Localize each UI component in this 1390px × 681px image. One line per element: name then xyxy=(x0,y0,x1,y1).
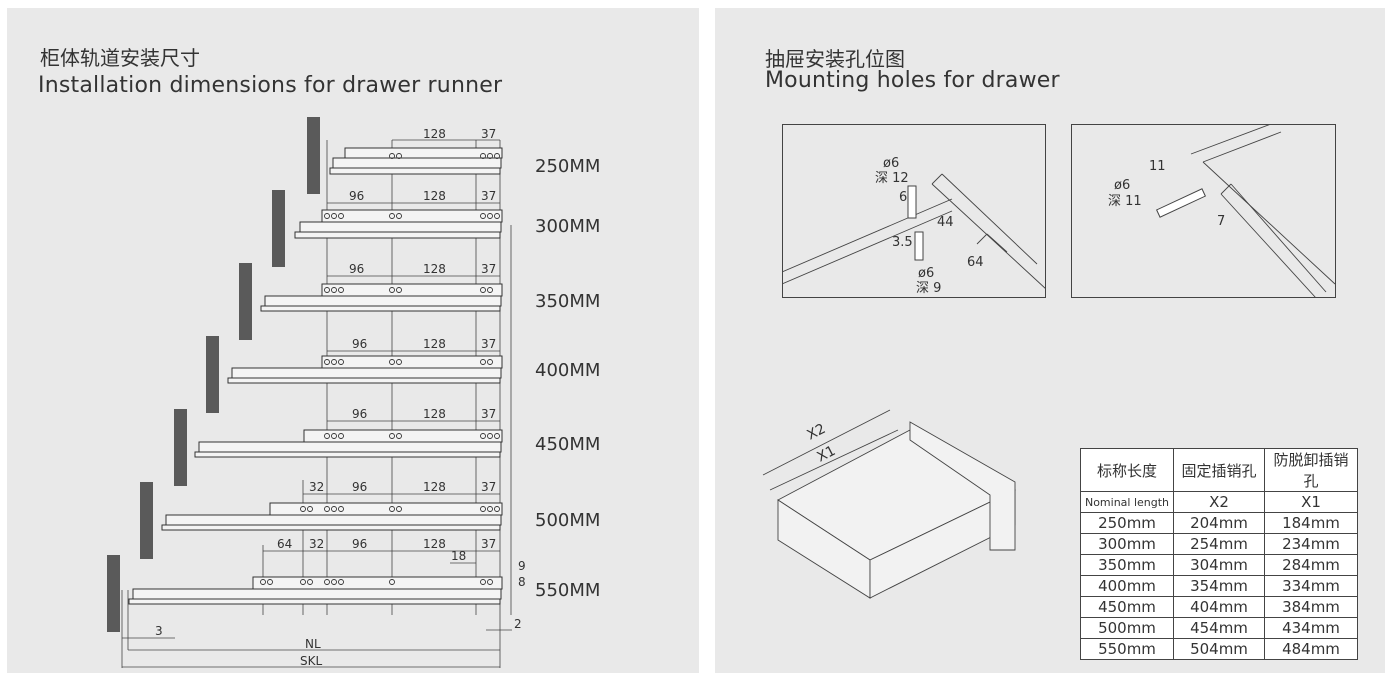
cell-length: 500mm xyxy=(1080,617,1174,639)
fig1-dia-a: ø6 xyxy=(883,156,899,171)
left-title-cn: 柜体轨道安装尺寸 xyxy=(40,46,200,70)
dim-37-e: 37 xyxy=(481,407,496,421)
table-row: 350mm 304mm 284mm xyxy=(1080,554,1358,576)
table-header-row: 标称长度 固定插销孔 防脱卸插销孔 xyxy=(1080,448,1358,492)
left-title-en: Installation dimensions for drawer runne… xyxy=(38,73,503,98)
dim-37-d: 37 xyxy=(481,337,496,351)
cell-length: 250mm xyxy=(1080,512,1174,534)
fig1-44: 44 xyxy=(937,215,954,230)
dim-9: 9 xyxy=(518,559,526,573)
dim-96-b: 96 xyxy=(349,189,364,203)
right-title-en: Mounting holes for drawer xyxy=(765,68,1060,93)
dim-37-g: 37 xyxy=(481,537,496,551)
dim-96-f: 96 xyxy=(352,480,367,494)
cell-length: 400mm xyxy=(1080,575,1174,597)
dim-8: 8 xyxy=(518,575,526,589)
cell-x1: 384mm xyxy=(1264,596,1358,618)
fig-mounting-front: ø6 深 12 6 44 3.5 ø6 深 9 64 xyxy=(782,124,1046,298)
fig1-depth-b: 深 9 xyxy=(916,281,941,296)
cell-x1: 434mm xyxy=(1264,617,1358,639)
table-row: 450mm 404mm 384mm xyxy=(1080,596,1358,618)
cell-x2: 404mm xyxy=(1173,596,1265,618)
subheader-x2: X2 xyxy=(1173,491,1265,513)
table-subheader-row: Nominal length X2 X1 xyxy=(1080,491,1358,513)
cell-x2: 204mm xyxy=(1173,512,1265,534)
size-label-450: 450MM xyxy=(535,434,601,455)
dim-2: 2 xyxy=(514,617,522,631)
cell-x2: 304mm xyxy=(1173,554,1265,576)
dim-37-a: 37 xyxy=(481,127,496,141)
dim-128-d: 128 xyxy=(423,337,446,351)
cell-length: 300mm xyxy=(1080,533,1174,555)
dim-128-g: 128 xyxy=(423,537,446,551)
dim-37-c: 37 xyxy=(481,262,496,276)
cell-x2: 454mm xyxy=(1173,617,1265,639)
size-label-250: 250MM xyxy=(535,156,601,177)
dim-128-e: 128 xyxy=(423,407,446,421)
dim-32-g: 32 xyxy=(309,537,324,551)
fig2-depth: 深 11 xyxy=(1108,194,1142,209)
fig1-6: 6 xyxy=(899,190,907,205)
header-x2: 固定插销孔 xyxy=(1173,448,1265,492)
fig2-11: 11 xyxy=(1149,159,1166,174)
size-label-550: 550MM xyxy=(535,580,601,601)
right-title-cn: 抽屉安装孔位图 xyxy=(765,47,905,71)
dim-128-c: 128 xyxy=(423,262,446,276)
table-row: 500mm 454mm 434mm xyxy=(1080,617,1358,639)
table-row: 550mm 504mm 484mm xyxy=(1080,638,1358,660)
cell-x1: 484mm xyxy=(1264,638,1358,660)
spec-table: 标称长度 固定插销孔 防脱卸插销孔 Nominal length X2 X1 2… xyxy=(1080,448,1358,660)
cell-length: 350mm xyxy=(1080,554,1174,576)
left-panel xyxy=(7,8,699,673)
cell-x1: 334mm xyxy=(1264,575,1358,597)
runner-diagram: 128 37 96 128 37 96 128 37 96 128 37 96 … xyxy=(107,117,526,668)
fig1-depth-a: 深 12 xyxy=(875,171,909,186)
subheader-nominal: Nominal length xyxy=(1080,491,1174,513)
cell-x2: 354mm xyxy=(1173,575,1265,597)
cell-length: 550mm xyxy=(1080,638,1174,660)
fig3-x1: X1 xyxy=(815,443,839,466)
fig1-3-5: 3.5 xyxy=(892,235,913,250)
dim-128-b: 128 xyxy=(423,189,446,203)
dim-128-a: 128 xyxy=(423,127,446,141)
cell-x1: 184mm xyxy=(1264,512,1358,534)
size-label-400: 400MM xyxy=(535,360,601,381)
dim-37-b: 37 xyxy=(481,189,496,203)
fig2-dia: ø6 xyxy=(1114,178,1130,193)
cell-length: 450mm xyxy=(1080,596,1174,618)
header-nominal: 标称长度 xyxy=(1080,448,1174,492)
dim-3: 3 xyxy=(155,624,163,638)
dim-37-f: 37 xyxy=(481,480,496,494)
dim-18: 18 xyxy=(451,549,466,563)
fig2-7: 7 xyxy=(1217,214,1225,229)
dim-96-d: 96 xyxy=(352,337,367,351)
table-row: 250mm 204mm 184mm xyxy=(1080,512,1358,534)
fig1-64: 64 xyxy=(967,255,984,270)
table-row: 400mm 354mm 334mm xyxy=(1080,575,1358,597)
dim-96-g: 96 xyxy=(352,537,367,551)
dim-96-e: 96 xyxy=(352,407,367,421)
dim-96-c: 96 xyxy=(349,262,364,276)
fig1-dia-b: ø6 xyxy=(918,266,934,281)
dim-nl: NL xyxy=(305,637,321,651)
cell-x1: 284mm xyxy=(1264,554,1358,576)
dim-64-g: 64 xyxy=(277,537,292,551)
cell-x2: 254mm xyxy=(1173,533,1265,555)
cell-x1: 234mm xyxy=(1264,533,1358,555)
size-label-300: 300MM xyxy=(535,216,601,237)
dim-32-f: 32 xyxy=(309,480,324,494)
fig-mounting-side: 11 ø6 深 11 7 xyxy=(1071,124,1336,298)
dim-128-f: 128 xyxy=(423,480,446,494)
fig3-x2: X2 xyxy=(805,421,829,444)
size-label-350: 350MM xyxy=(535,291,601,312)
dim-skl: SKL xyxy=(300,654,322,668)
cell-x2: 504mm xyxy=(1173,638,1265,660)
fig-drawer: X2 X1 xyxy=(762,409,1016,599)
subheader-x1: X1 xyxy=(1264,491,1358,513)
table-row: 300mm 254mm 234mm xyxy=(1080,533,1358,555)
size-label-500: 500MM xyxy=(535,510,601,531)
header-x1: 防脱卸插销孔 xyxy=(1264,448,1358,492)
